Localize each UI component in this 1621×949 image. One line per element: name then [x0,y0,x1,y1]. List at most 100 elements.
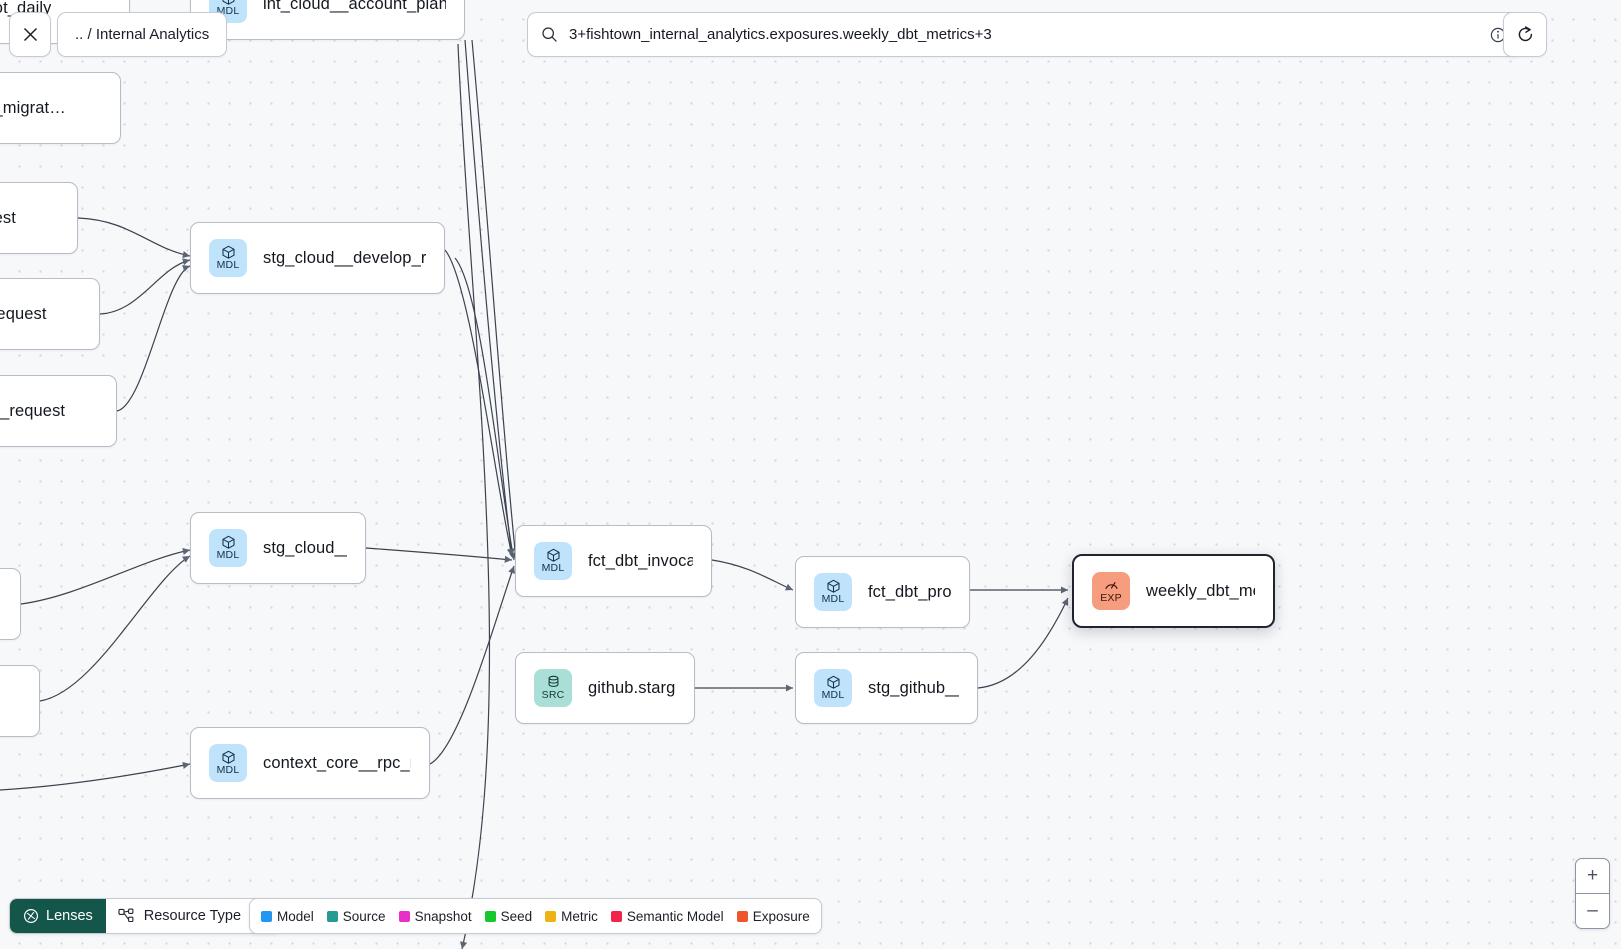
zoom-in-button[interactable]: + [1586,865,1599,886]
legend-label: Semantic Model [626,908,724,924]
legend-item-source[interactable]: Source [326,909,386,924]
node-type-badge-mdl: MDL [814,669,852,707]
legend-item-seed[interactable]: Seed [484,908,533,924]
graph-node-develop_request_2[interactable]: …velop_request [0,278,100,350]
cube-icon [826,579,840,593]
graph-node-fct_dbt_projects[interactable]: MDL fct_dbt_projects [795,556,970,628]
node-label: weekly_dbt_metrics [1146,581,1255,600]
legend-item-semantic-model[interactable]: Semantic Model [610,908,724,924]
legend-swatch [736,910,748,922]
node-label: multicell_migrat… [0,98,66,117]
legend-swatch [610,910,622,922]
cube-icon [221,750,235,764]
breadcrumb[interactable]: .. / Internal Analytics [57,12,228,57]
node-label: …p_request [0,208,16,227]
node-label: …velop_request [0,304,47,323]
graph-node-context_core__rpc_request[interactable]: MDL context_core__rpc_request [190,727,430,799]
cube-icon [221,535,235,549]
legend-label: Snapshot [414,908,472,924]
lineage-edge [471,39,519,561]
gauge-icon [1104,582,1118,589]
lineage-edge [977,597,1069,689]
legend-item-exposure[interactable]: Exposure [736,909,810,924]
node-label: stg_cloud__runs [263,538,347,557]
node-type-label: EXP [1100,592,1122,604]
graph-node-multicell_migration[interactable]: multicell_migrat… [0,72,121,144]
node-label: …develop_request [0,401,66,420]
database-icon [548,675,558,687]
legend-swatch [261,910,272,922]
legend-item-metric[interactable]: Metric [545,909,598,924]
node-type-badge-mdl: MDL [209,529,247,567]
node-type-badge-src: SRC [534,669,572,707]
lineage-edge [454,257,517,561]
node-label: fct_dbt_projects [868,582,951,601]
node-type-badge-exp: EXP [1092,572,1130,610]
graph-node-stg_cloud__develop_requests[interactable]: MDL stg_cloud__develop_requests [190,222,445,294]
legend-item-model[interactable]: Model [261,909,314,924]
cube-icon [221,245,235,259]
cube-icon [221,0,235,5]
zoom-controls: + – [1575,858,1610,929]
legend-item-snapshot[interactable]: Snapshot [398,908,472,924]
legend-swatch [545,910,557,922]
lineage-edge [20,547,191,605]
node-label: github.stargazers [588,678,676,697]
search-input[interactable]: 3+fishtown_internal_analytics.exposures.… [569,26,992,43]
graph-node-stg_cloud__runs[interactable]: MDL stg_cloud__runs [190,512,366,584]
lineage-search-bar[interactable]: 3+fishtown_internal_analytics.exposures.… [527,12,1522,57]
legend-swatch [326,910,338,922]
node-label: stg_github__stars [868,678,959,697]
refresh-icon [1518,26,1532,42]
close-button[interactable] [9,12,51,57]
cube-icon [546,548,560,562]
lineage-edge [77,217,191,259]
node-type-label: MDL [216,259,240,271]
legend-swatch [398,910,410,922]
lineage-edge [444,249,514,557]
graph-node-weekly_dbt_metrics[interactable]: EXP weekly_dbt_metrics [1072,554,1275,628]
node-type-label: MDL [821,689,845,701]
close-icon [23,27,37,42]
node-type-label: MDL [821,593,845,605]
node-type-label: MDL [216,549,240,561]
resource-type-icon [118,908,134,923]
resource-type-legend: Model Source Snapshot Seed Metric Semantic Mo… [249,898,822,934]
lineage-edge [711,559,794,591]
graph-node-develop_request_3[interactable]: …develop_request [0,375,117,447]
zoom-out-button[interactable]: – [1576,893,1609,928]
lineage-edge [464,39,515,557]
bottom-toolbar: Lenses Resource Type [9,898,283,934]
cube-icon [826,675,840,689]
resource-type-label: Resource Type [143,908,242,924]
lineage-edge [99,258,191,315]
node-label: fct_dbt_invocations [588,551,693,570]
node-type-badge-mdl: MDL [209,744,247,782]
graph-node-left_partial_n[interactable]: …n [0,568,21,640]
graph-node-github.stargazers[interactable]: SRC github.stargazers [515,652,695,724]
lineage-edge [0,761,191,791]
graph-node-fct_dbt_invocations[interactable]: MDL fct_dbt_invocations [515,525,712,597]
graph-node-develop_request_1[interactable]: …p_request [0,182,78,254]
breadcrumb-label: .. / Internal Analytics [75,26,210,43]
node-label: stg_cloud__develop_requests [263,248,426,267]
legend-swatch [484,910,496,922]
lenses-button[interactable]: Lenses [10,899,106,933]
legend-label: Model [277,908,314,924]
lineage-edge [116,265,191,412]
graph-node-stg_github__stars[interactable]: MDL stg_github__stars [795,652,978,724]
lineage-edge [39,555,191,702]
node-type-badge-mdl: MDL [534,542,572,580]
graph-node-left_partial_run[interactable]: ….run [0,665,40,737]
legend-label: Seed [500,908,533,924]
search-icon [542,27,557,42]
node-type-label: MDL [216,764,240,776]
node-label: int_cloud__account_plan_history [263,0,446,13]
refresh-button[interactable] [1503,12,1547,57]
lens-icon [23,908,39,924]
node-label: context_core__rpc_request [263,753,411,772]
lineage-edge [429,565,516,765]
